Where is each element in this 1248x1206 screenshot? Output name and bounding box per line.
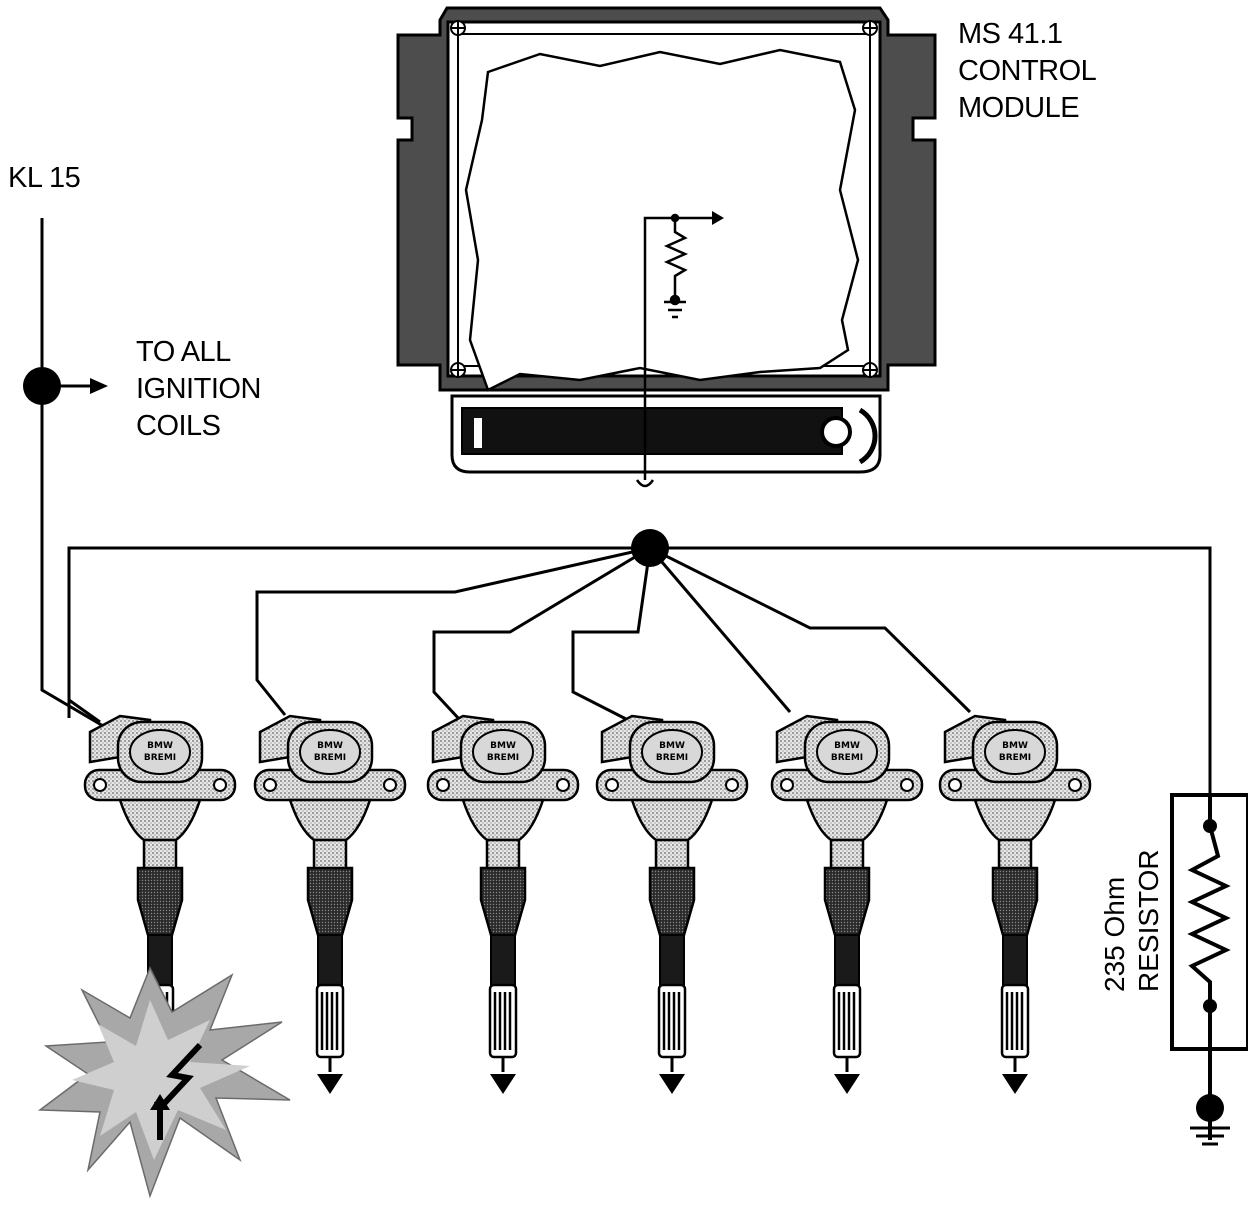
coil-cap-maker: BREMI: [831, 753, 863, 763]
misfire-spark-icon: [37, 966, 291, 1199]
module-label-line2: CONTROL: [958, 55, 1097, 87]
ground-splice: [631, 529, 669, 567]
supply-splice: [23, 367, 61, 405]
arrow-down-icon: [834, 1074, 860, 1094]
internal-circuit: [635, 211, 724, 488]
kl15-supply-line: [40, 218, 111, 732]
resistor: [1170, 793, 1248, 1140]
resistor-label-line2: RESISTOR: [1133, 849, 1164, 992]
to-coils-line1: TO ALL: [136, 336, 231, 368]
coil-4: BMW BREMI: [595, 714, 749, 1094]
module-label-line1: MS 41.1: [958, 18, 1063, 50]
arrow-down-icon: [659, 1074, 685, 1094]
ground-icon: [1190, 1094, 1230, 1146]
ignition-coils: BMW BREMI BMW BREMI BMW BREMI BMW BREMI BMW BREMI…: [83, 714, 1092, 1094]
module-label: MS 41.1 CONTROL MODULE: [958, 16, 1097, 127]
control-module: [396, 6, 937, 474]
to-coils-line2: IGNITION: [136, 373, 261, 405]
coil-6: BMW BREMI: [938, 714, 1092, 1094]
coil-cap-brand: BMW: [1002, 741, 1028, 751]
screw-icon: [450, 362, 466, 378]
coil-2: BMW BREMI: [253, 714, 407, 1094]
coil-cap-brand: BMW: [834, 741, 860, 751]
coil-cap-brand: BMW: [147, 741, 173, 751]
coil-cap-maker: BREMI: [314, 753, 346, 763]
coil-3: BMW BREMI: [426, 714, 580, 1094]
coil-cap-brand: BMW: [317, 741, 343, 751]
arrow-down-icon: [490, 1074, 516, 1094]
coil-5: BMW BREMI: [770, 714, 924, 1094]
coil-cap-maker: BREMI: [656, 753, 688, 763]
coil-cap-brand: BMW: [659, 741, 685, 751]
to-coils-label: TO ALL IGNITION COILS: [136, 334, 261, 445]
resistor-label-line1: 235 Ohm: [1099, 876, 1130, 992]
coil-cap-maker: BREMI: [487, 753, 519, 763]
screw-icon: [450, 20, 466, 36]
coil-cap-maker: BREMI: [999, 753, 1031, 763]
screw-icon: [862, 20, 878, 36]
arrow-right-icon: [60, 378, 108, 394]
resistor-label: 235 Ohm RESISTOR: [1098, 849, 1166, 992]
coil-cap-maker: BREMI: [144, 753, 176, 763]
coil-cap-brand: BMW: [490, 741, 516, 751]
screw-icon: [862, 362, 878, 378]
to-coils-line3: COILS: [136, 410, 221, 442]
arrow-down-icon: [317, 1074, 343, 1094]
supply-label: KL 15: [8, 160, 81, 197]
module-label-line3: MODULE: [958, 92, 1080, 124]
supply-label-text: KL 15: [8, 162, 81, 194]
arrow-down-icon: [1002, 1074, 1028, 1094]
